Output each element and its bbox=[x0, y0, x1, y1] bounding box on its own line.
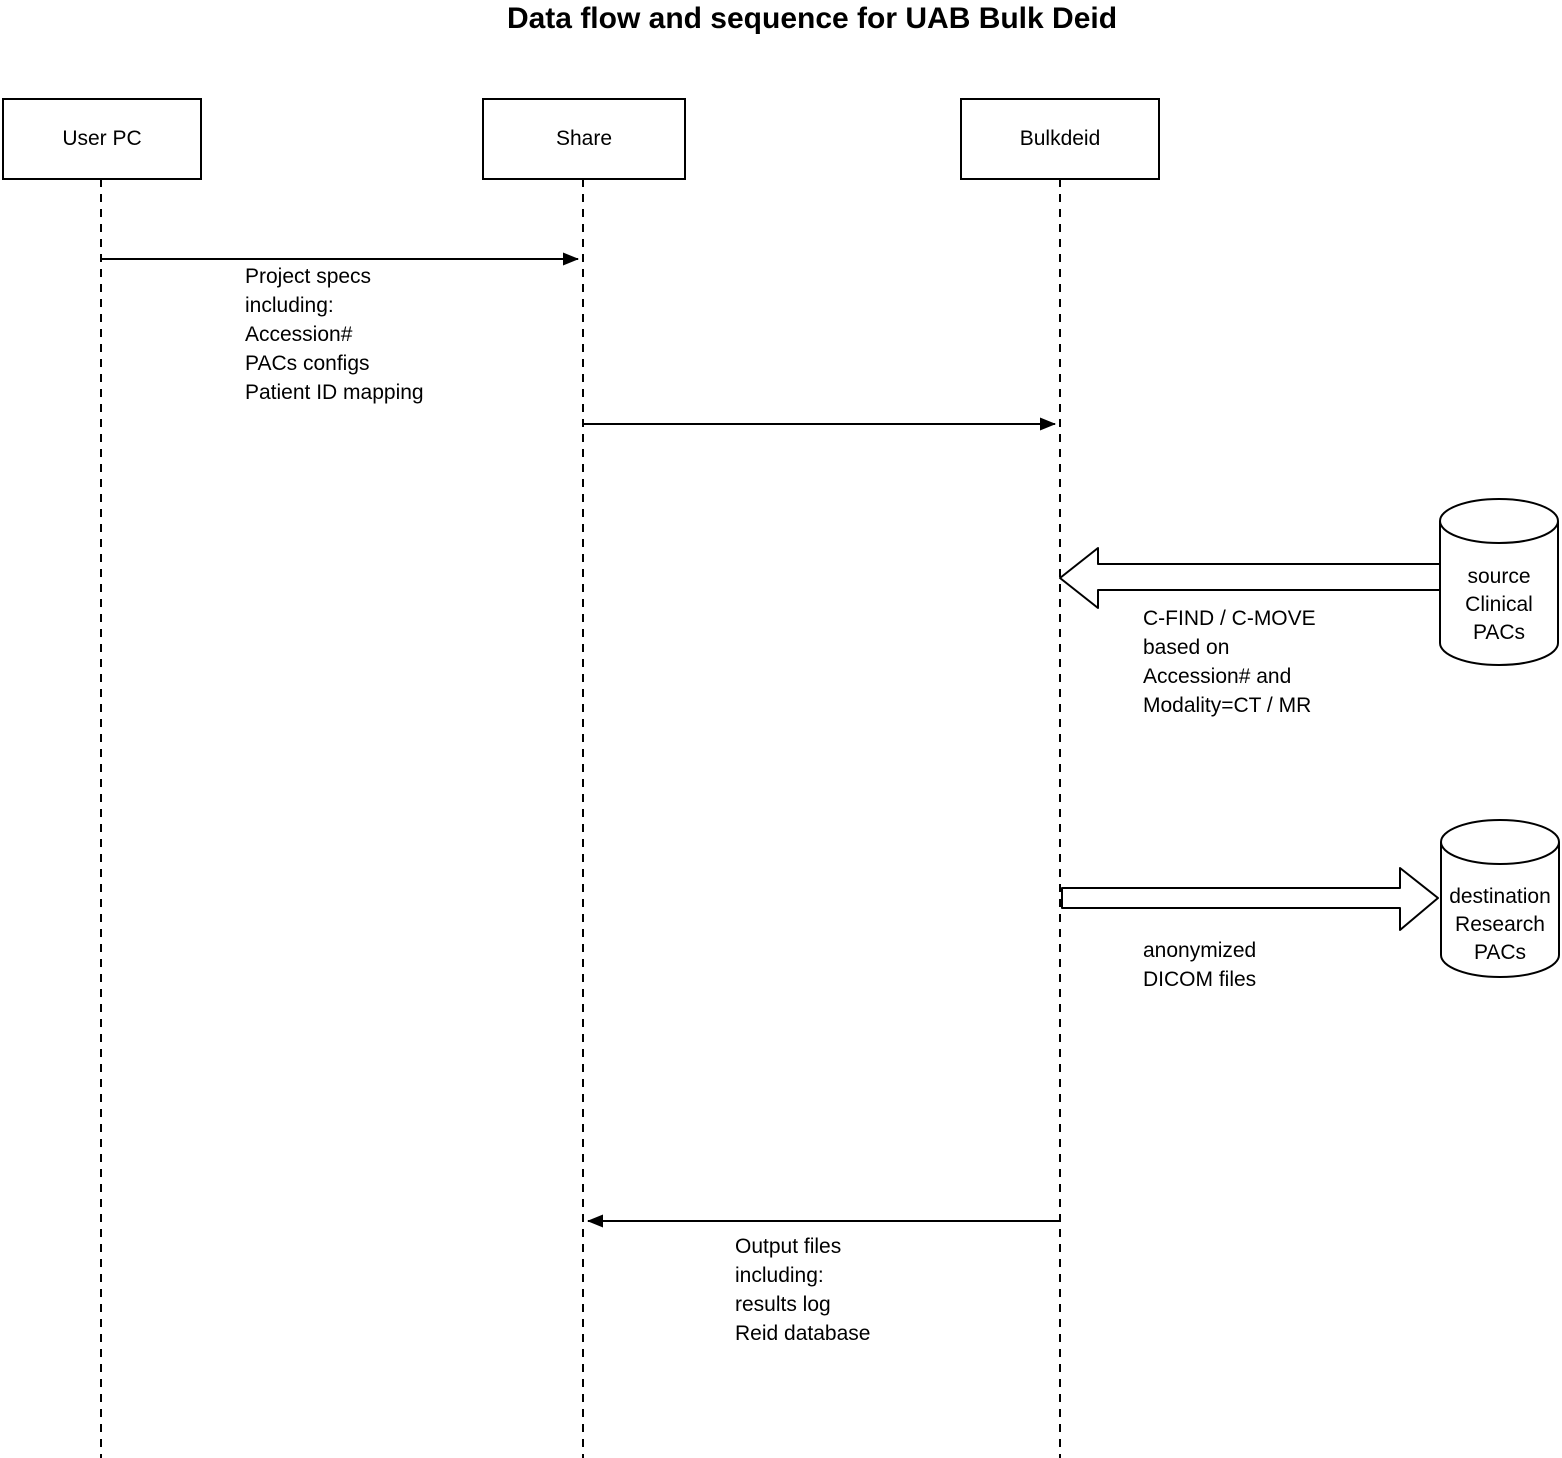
database-cylinder-destination bbox=[1440, 819, 1560, 978]
actor-label-user-pc: User PC bbox=[62, 127, 142, 150]
message-label-cfind: C-FIND / C-MOVE based on Accession# and … bbox=[1143, 607, 1316, 717]
database-cylinder-source bbox=[1439, 498, 1559, 666]
block-arrow-anonymized-right bbox=[1061, 867, 1439, 931]
message-label-project-specs: Project specs including: Accession# PACs… bbox=[245, 265, 424, 404]
database-label-destination: destination Research PACs bbox=[1449, 885, 1551, 964]
database-label-source: source Clinical PACs bbox=[1465, 565, 1533, 644]
message-label-anonymized: anonymized DICOM files bbox=[1143, 939, 1257, 991]
actor-label-share: Share bbox=[555, 127, 613, 150]
actor-box-share: Share bbox=[482, 98, 686, 180]
message-label-output-files: Output files including: results log Reid… bbox=[735, 1235, 871, 1345]
actor-box-user-pc: User PC bbox=[2, 98, 202, 180]
actor-label-bulkdeid: Bulkdeid bbox=[1019, 127, 1101, 150]
block-arrow-cfind-left bbox=[1059, 547, 1442, 609]
diagram-title: Data flow and sequence for UAB Bulk Deid bbox=[506, 2, 1118, 35]
actor-box-bulkdeid: Bulkdeid bbox=[960, 98, 1160, 180]
